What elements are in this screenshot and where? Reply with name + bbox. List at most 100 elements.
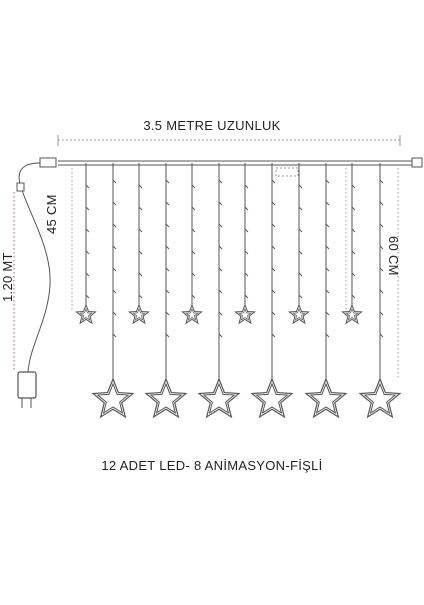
segment-marker xyxy=(275,167,299,177)
led-bulb xyxy=(244,294,249,299)
led-bulb xyxy=(379,245,384,250)
cable-length-label: 1.20 MT xyxy=(0,252,15,302)
led-bulb xyxy=(325,333,330,338)
led-bulb xyxy=(379,311,384,316)
led-bulb xyxy=(191,184,196,189)
large-star-inner xyxy=(255,382,289,415)
led-bulb xyxy=(379,289,384,294)
led-bulb xyxy=(138,294,143,299)
small-star-inner xyxy=(132,308,146,321)
led-bulb xyxy=(165,201,170,206)
led-bulb xyxy=(244,272,249,277)
large-star-inner xyxy=(363,382,397,415)
led-bulb xyxy=(165,311,170,316)
led-bulb xyxy=(112,289,117,294)
led-bulb xyxy=(379,223,384,228)
led-bulb xyxy=(379,333,384,338)
led-bulb xyxy=(112,201,117,206)
led-bulb xyxy=(271,245,276,250)
led-bulb xyxy=(379,201,384,206)
led-bulb xyxy=(218,333,223,338)
led-bulb xyxy=(325,289,330,294)
large-star-icon xyxy=(197,377,241,419)
led-bulb xyxy=(218,311,223,316)
small-star-icon xyxy=(128,303,150,325)
small-star-icon xyxy=(341,303,363,325)
large-star-icon xyxy=(144,377,188,419)
lead-cable xyxy=(18,162,51,373)
small-star-icon xyxy=(234,303,256,325)
led-bulb xyxy=(85,294,90,299)
led-bulb xyxy=(165,223,170,228)
large-star-icon xyxy=(304,377,348,419)
led-bulb xyxy=(244,184,249,189)
small-star-icon xyxy=(75,303,97,325)
led-bulb xyxy=(351,228,356,233)
led-bulb xyxy=(112,179,117,184)
large-star-icon xyxy=(91,377,135,419)
led-bulb xyxy=(191,228,196,233)
led-bulb xyxy=(244,228,249,233)
led-bulb xyxy=(218,201,223,206)
small-star-inner xyxy=(79,308,93,321)
led-bulb xyxy=(298,272,303,277)
large-star-inner xyxy=(96,382,130,415)
led-bulb xyxy=(244,250,249,255)
led-bulb xyxy=(271,201,276,206)
small-star-icon xyxy=(288,303,310,325)
led-bulb xyxy=(325,245,330,250)
led-bulb xyxy=(271,223,276,228)
led-bulb xyxy=(298,184,303,189)
led-bulb xyxy=(165,245,170,250)
length-label: 3.5 METRE UZUNLUK xyxy=(143,118,281,133)
led-bulb xyxy=(138,250,143,255)
led-bulb xyxy=(325,311,330,316)
led-bulb xyxy=(138,206,143,211)
led-bulb xyxy=(85,250,90,255)
plug-icon xyxy=(17,371,37,399)
led-bulb xyxy=(325,201,330,206)
led-bulb xyxy=(112,223,117,228)
led-bulb xyxy=(218,267,223,272)
led-bulb xyxy=(191,272,196,277)
led-bulb xyxy=(112,245,117,250)
led-bulb xyxy=(191,206,196,211)
led-bulb xyxy=(165,289,170,294)
led-bulb xyxy=(325,179,330,184)
large-star-inner xyxy=(202,382,236,415)
led-bulb xyxy=(351,250,356,255)
led-bulb xyxy=(85,228,90,233)
led-bulb xyxy=(351,272,356,277)
small-star-inner xyxy=(185,308,199,321)
connector-icon xyxy=(39,157,57,168)
small-star-inner xyxy=(345,308,359,321)
large-star-icon xyxy=(250,377,294,419)
led-bulb xyxy=(379,179,384,184)
small-star-inner xyxy=(292,308,306,321)
led-bulb xyxy=(298,206,303,211)
small-star-icon xyxy=(181,303,203,325)
led-bulb xyxy=(112,311,117,316)
led-bulb xyxy=(325,267,330,272)
led-bulb xyxy=(85,272,90,277)
led-bulb xyxy=(244,206,249,211)
short-drop-label: 45 CM xyxy=(44,194,59,234)
led-bulb xyxy=(191,250,196,255)
led-bulb xyxy=(218,245,223,250)
small-star-inner xyxy=(238,308,252,321)
large-star-inner xyxy=(309,382,343,415)
led-bulb xyxy=(218,289,223,294)
led-bulb xyxy=(218,223,223,228)
led-bulb xyxy=(271,267,276,272)
led-bulb xyxy=(138,228,143,233)
led-bulb xyxy=(165,179,170,184)
led-bulb xyxy=(112,267,117,272)
end-cap-icon xyxy=(411,157,423,168)
led-bulb xyxy=(85,206,90,211)
led-bulb xyxy=(298,228,303,233)
led-bulb xyxy=(112,333,117,338)
led-bulb xyxy=(271,179,276,184)
product-caption: 12 ADET LED- 8 ANİMASYON-FİŞLİ xyxy=(101,458,323,473)
